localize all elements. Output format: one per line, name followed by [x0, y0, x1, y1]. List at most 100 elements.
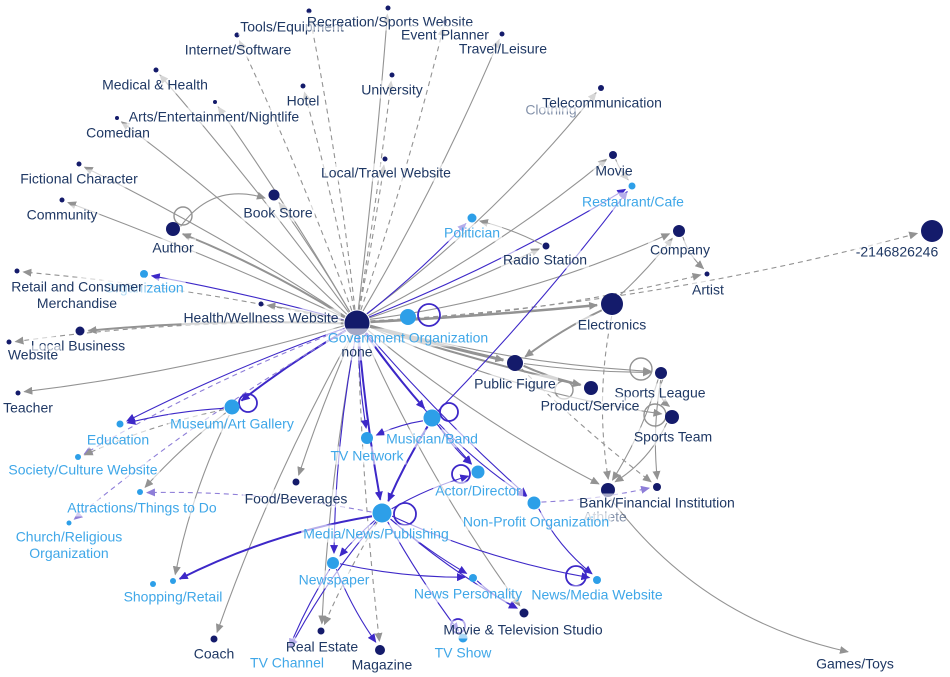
node-label-company: Company: [650, 242, 710, 258]
label-group-travel-leisure: Travel/Leisure: [456, 39, 550, 58]
node-non-profit-organization[interactable]: [527, 496, 541, 510]
label-group-website: Website: [5, 345, 61, 364]
node-organization-partial[interactable]: [140, 270, 148, 278]
node-company[interactable]: [673, 225, 685, 237]
node-label-bank-financial-institution: Bank/Financial Institution: [579, 495, 735, 511]
edge-none-to-author: [181, 233, 346, 318]
node-musician-band[interactable]: [423, 409, 441, 427]
label-backdrop-public-figure: [472, 374, 559, 393]
node-shopping-retail-2[interactable]: [150, 581, 156, 587]
node-medical-health[interactable]: [153, 67, 159, 73]
node-radio-station[interactable]: [542, 242, 550, 250]
node-label-fictional-character: Fictional Character: [20, 171, 138, 187]
label-group-media-news-publishing: Media/News/Publishing: [301, 524, 451, 543]
node-retail-consumer-merchandise[interactable]: [14, 268, 20, 274]
label-backdrop-internet-software: [182, 40, 294, 59]
label-group-local-travel-website: Local/Travel Website: [319, 163, 454, 182]
node-attractions-things-to-do[interactable]: [137, 489, 143, 495]
label-backdrop-tv-channel: [248, 653, 326, 672]
node-tools-equipment[interactable]: [306, 8, 312, 14]
label-backdrop-local-travel-website: [319, 163, 454, 182]
node-label-arts-entertainment-nightlife: Arts/Entertainment/Nightlife: [129, 109, 300, 125]
edge-none-to-education: [126, 327, 345, 422]
label-backdrop-real-estate: [283, 637, 361, 656]
label-group-museum-art-gallery: Museum/Art Gallery: [168, 414, 296, 433]
node-sports-team[interactable]: [665, 410, 679, 424]
node-church-religious-organization[interactable]: [66, 520, 72, 526]
node-restaurant-cafe[interactable]: [628, 182, 636, 190]
node-teacher[interactable]: [15, 390, 21, 396]
label-backdrop-government-organization: [325, 328, 491, 347]
node-magazine[interactable]: [375, 645, 385, 655]
label-group-electronics: Electronics: [575, 315, 649, 334]
node-news-personality[interactable]: [469, 574, 477, 582]
node-product-service[interactable]: [584, 381, 598, 395]
node-recreation-sports-website[interactable]: [385, 5, 391, 11]
label-backdrop-attractions-things-to-do: [65, 498, 219, 517]
node-society-culture-website[interactable]: [75, 454, 81, 460]
node-label-internet-software: Internet/Software: [185, 42, 292, 58]
label-backdrop-education: [84, 430, 152, 449]
node-newspaper[interactable]: [327, 557, 339, 569]
node-health-wellness-website[interactable]: [258, 301, 264, 307]
node-shopping-retail[interactable]: [170, 578, 176, 584]
node-artist[interactable]: [704, 271, 710, 277]
node-website[interactable]: [6, 339, 12, 345]
node-government-organization[interactable]: [400, 309, 416, 325]
node-arts-entertainment-nightlife[interactable]: [213, 100, 217, 104]
node-education[interactable]: [116, 420, 124, 428]
label-group-hotel: Hotel: [284, 91, 322, 110]
node-hotel[interactable]: [300, 83, 306, 89]
node-label-musician-band: Musician/Band: [386, 431, 478, 447]
label-backdrop-musician-band: [384, 429, 480, 448]
node-media-news-publishing[interactable]: [372, 503, 392, 523]
node-actor-director[interactable]: [471, 465, 485, 479]
node-comedian[interactable]: [115, 116, 119, 120]
label-group-book-store: Book Store: [241, 203, 315, 222]
node-local-business[interactable]: [75, 326, 85, 336]
node-electronics[interactable]: [601, 293, 623, 315]
edge-none-to-bank-financial-institution: [367, 330, 600, 485]
node-local-travel-website[interactable]: [382, 156, 388, 162]
node-movie-television-studio[interactable]: [519, 608, 529, 618]
node-university[interactable]: [389, 72, 395, 78]
node-real-estate[interactable]: [317, 627, 325, 635]
node-movie[interactable]: [609, 151, 617, 159]
node-food-beverages[interactable]: [292, 478, 300, 486]
label-group-fictional-character: Fictional Character: [18, 169, 141, 188]
label-group-author: Author: [150, 238, 196, 257]
node-label-public-figure: Public Figure: [474, 376, 556, 392]
label-group-tv-channel: TV Channel: [248, 653, 326, 672]
node-community[interactable]: [59, 197, 65, 203]
node-label-negative-2146826246: -2146826246: [856, 244, 939, 260]
edge-media-news-publishing-to-shopping-retail: [178, 515, 373, 580]
node-public-figure[interactable]: [507, 355, 523, 371]
node-museum-art-gallery[interactable]: [224, 399, 240, 415]
edge-musician-band-to-tv-network: [375, 420, 424, 436]
node-label-magazine: Magazine: [352, 657, 413, 673]
node-label-author: Author: [152, 240, 194, 256]
node-coach[interactable]: [210, 635, 218, 643]
node-label-teacher: Teacher: [3, 400, 53, 416]
node-politician[interactable]: [467, 213, 477, 223]
node-telecommunication[interactable]: [598, 85, 604, 91]
self-loop-musician-band: [439, 402, 459, 422]
node-tv-network[interactable]: [361, 432, 373, 444]
label-backdrop-hotel: [284, 91, 322, 110]
node-fictional-character[interactable]: [76, 161, 82, 167]
node-unlabeled-node[interactable]: [653, 483, 661, 491]
label-backdrop-actor-director: [433, 481, 524, 500]
node-sports-league[interactable]: [655, 367, 667, 379]
node-label-society-culture-website: Society/Culture Website: [8, 462, 157, 478]
node-book-store[interactable]: [268, 189, 280, 201]
node-travel-leisure[interactable]: [499, 31, 505, 37]
node-label-education: Education: [87, 432, 149, 448]
node-news-media-website[interactable]: [593, 576, 601, 584]
node-author[interactable]: [166, 222, 180, 236]
label-backdrop-none: [339, 342, 375, 361]
label-backdrop-company: [648, 240, 712, 259]
node-negative-2146826246[interactable]: [921, 220, 943, 242]
node-label-government-organization: Government Organization: [328, 330, 488, 346]
node-label-radio-station: Radio Station: [503, 252, 587, 268]
